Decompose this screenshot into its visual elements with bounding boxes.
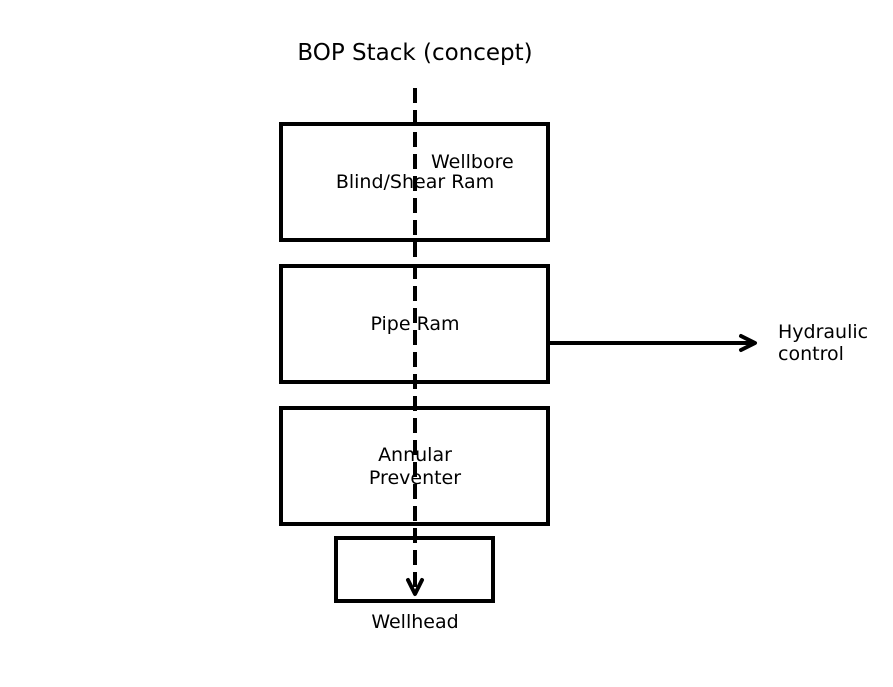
annular-preventer-label-line1: Annular [378, 444, 452, 466]
wellbore-arrowhead [406, 578, 424, 596]
diagram-title: BOP Stack (concept) [297, 40, 532, 66]
pipe-ram-label: Pipe Ram [370, 313, 459, 335]
annular-preventer-label-line2: Preventer [369, 467, 461, 489]
wellhead-label: Wellhead [371, 611, 458, 633]
hydraulic-control-arrowhead [739, 334, 757, 352]
hydraulic-label-line2: control [778, 343, 844, 365]
wellbore-label: Wellbore [431, 151, 514, 173]
hydraulic-label-line1: Hydraulic [778, 321, 868, 343]
